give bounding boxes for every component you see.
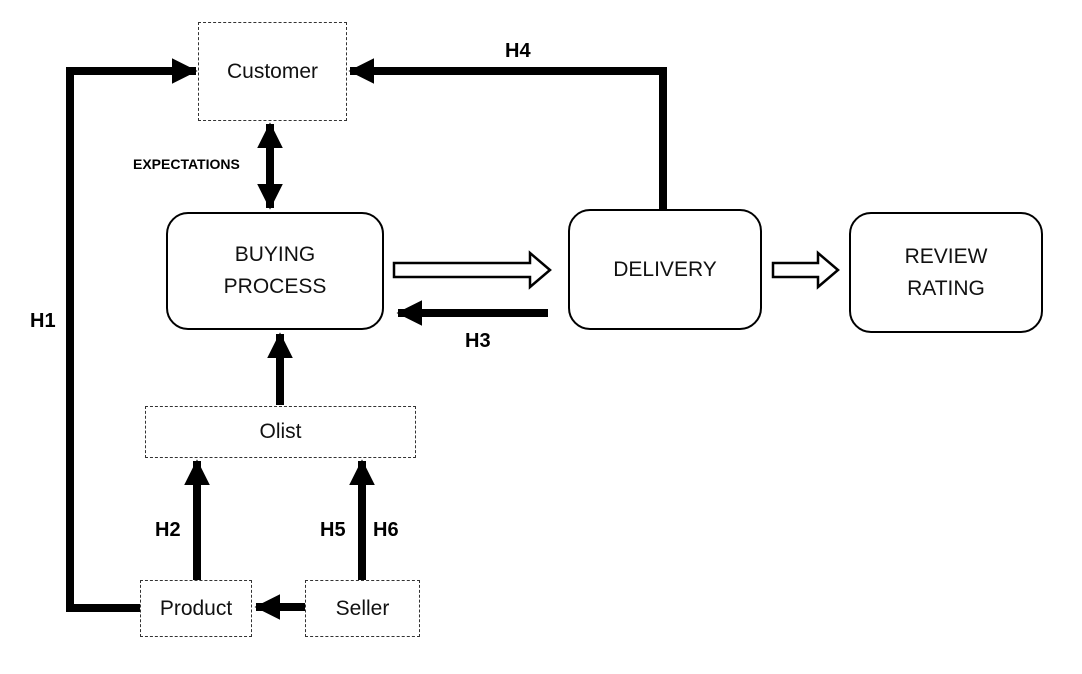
label-h6: H6 xyxy=(373,519,399,541)
node-product: Product xyxy=(140,580,252,637)
node-olist: Olist xyxy=(145,406,416,458)
node-customer: Customer xyxy=(198,22,347,121)
label-h3: H3 xyxy=(465,330,491,352)
node-olist-label: Olist xyxy=(259,420,302,443)
label-h5: H5 xyxy=(320,519,346,541)
hollow-arrow-delivery-to-review xyxy=(771,250,840,290)
arrow-h1-product-to-customer xyxy=(66,58,198,612)
node-review-rating: REVIEW RATING xyxy=(849,212,1043,333)
node-delivery: DELIVERY xyxy=(568,209,762,330)
label-h4: H4 xyxy=(505,40,531,62)
node-buying-process: BUYING PROCESS xyxy=(166,212,384,330)
node-buying-process-line1: BUYING xyxy=(234,243,316,266)
arrow-h4-delivery-to-customer xyxy=(348,58,667,211)
label-h2: H2 xyxy=(155,519,181,541)
hollow-arrow-buying-to-delivery xyxy=(392,250,552,290)
node-product-label: Product xyxy=(159,596,233,620)
node-seller: Seller xyxy=(305,580,420,637)
node-review-rating-line2: RATING xyxy=(907,276,985,300)
node-review-rating-line1: REVIEW xyxy=(904,244,988,268)
label-expectations: EXPECTATIONS xyxy=(133,156,240,172)
label-h1: H1 xyxy=(30,310,56,332)
node-seller-label: Seller xyxy=(335,596,390,620)
node-delivery-label: DELIVERY xyxy=(613,257,717,281)
node-buying-process-line2: PROCESS xyxy=(223,275,327,298)
node-customer-label: Customer xyxy=(226,59,319,83)
